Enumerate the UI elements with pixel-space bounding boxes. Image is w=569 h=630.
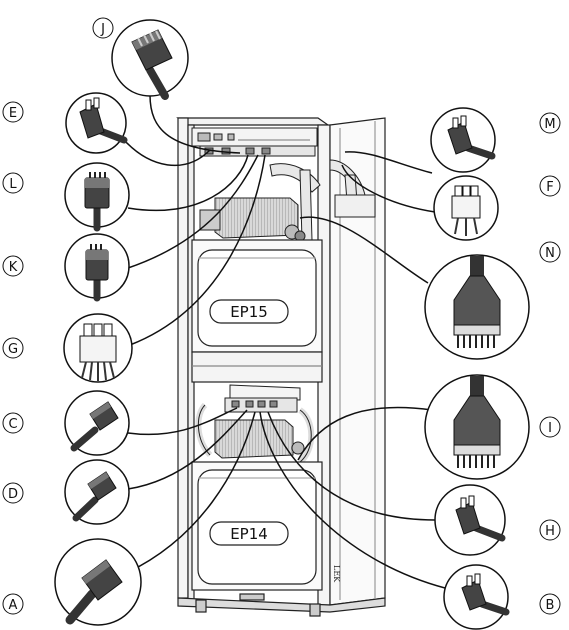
leader-k <box>127 154 259 269</box>
leader-i <box>297 406 433 461</box>
detail-b <box>443 564 510 630</box>
ribbon-plug-icon <box>453 256 501 348</box>
svg-text:N: N <box>545 246 555 261</box>
upper-pipework <box>269 159 376 241</box>
svg-text:C: C <box>8 417 17 432</box>
detail-c <box>64 390 130 456</box>
svg-text:M: M <box>544 117 555 132</box>
callout-d: D <box>2 482 24 504</box>
four-pin-plug-icon <box>65 559 123 625</box>
callout-letters: J E L K G C D A M F N I H B <box>2 17 561 615</box>
svg-text:G: G <box>8 342 18 357</box>
svg-text:J: J <box>100 22 105 37</box>
angled-plug-icon <box>461 573 510 616</box>
leader-d <box>127 409 248 490</box>
angled-plug-icon <box>79 97 128 144</box>
svg-text:K: K <box>9 260 18 275</box>
leader-e <box>123 139 211 167</box>
svg-text:L: L <box>9 177 17 192</box>
ep15-module <box>191 239 323 383</box>
leader-n <box>299 216 429 284</box>
svg-text:EP14: EP14 <box>230 525 268 543</box>
callout-n: N <box>539 241 561 263</box>
callout-m: M <box>539 112 561 134</box>
svg-text:EP15: EP15 <box>230 303 268 321</box>
callout-f: F <box>539 175 561 197</box>
leader-c <box>127 407 238 436</box>
six-pin-plug-icon <box>79 323 117 381</box>
angled-plug-icon <box>455 495 506 542</box>
leader-l <box>127 154 249 212</box>
leader-h <box>267 411 436 521</box>
leader-lines <box>121 94 446 589</box>
detail-m <box>430 107 496 173</box>
four-pin-plug-icon <box>84 172 110 232</box>
svg-text:H: H <box>545 524 555 539</box>
leader-m <box>344 151 433 174</box>
ribbon-plug-icon <box>453 376 501 468</box>
callout-a: A <box>2 593 24 615</box>
detail-n <box>424 254 530 360</box>
callout-h: H <box>539 519 561 541</box>
ep14-label: EP14 <box>209 521 289 546</box>
leader-j <box>149 94 241 154</box>
callout-c: C <box>2 412 24 434</box>
six-pin-plug-icon <box>451 185 481 236</box>
leader-g <box>129 154 266 346</box>
detail-h <box>434 484 506 556</box>
four-pin-plug-icon <box>70 401 119 452</box>
detail-d <box>64 459 130 525</box>
leader-f <box>341 164 436 213</box>
callout-k: K <box>2 255 24 277</box>
svg-text:D: D <box>8 487 18 502</box>
lower-control-panel <box>224 384 301 413</box>
four-pin-plug-icon <box>131 29 173 100</box>
ep15-label: EP15 <box>209 299 289 324</box>
callout-l: L <box>2 172 24 194</box>
detail-g <box>63 313 133 383</box>
leader-a <box>121 411 256 576</box>
detail-a <box>54 538 142 626</box>
detail-e <box>65 92 128 154</box>
callout-j: J <box>92 17 114 39</box>
callout-b: B <box>539 593 561 615</box>
detail-j <box>111 19 189 100</box>
callout-i: I <box>539 416 561 438</box>
svg-text:A: A <box>9 598 18 613</box>
detail-k <box>64 233 130 302</box>
svg-text:I: I <box>548 421 552 436</box>
four-pin-plug-icon <box>72 471 117 522</box>
svg-text:B: B <box>546 598 555 613</box>
callout-g: G <box>2 337 24 359</box>
detail-i <box>424 374 530 480</box>
angled-plug-icon <box>447 115 496 160</box>
ep15-fin-block <box>199 197 306 242</box>
top-control-panel <box>191 127 318 157</box>
detail-f <box>433 175 499 241</box>
svg-text:E: E <box>9 106 17 121</box>
detail-l <box>64 162 130 232</box>
callout-e: E <box>2 101 24 123</box>
side-mark: LEK <box>332 565 341 583</box>
four-pin-plug-icon <box>85 244 109 302</box>
svg-text:F: F <box>546 180 553 195</box>
leader-b <box>259 411 446 589</box>
